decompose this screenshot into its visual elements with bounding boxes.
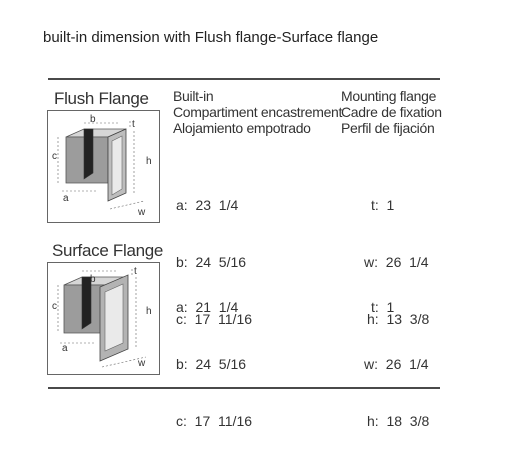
surface-flange-diagram: c a b t h w (47, 262, 160, 375)
mount-fr: Cadre de fixation (341, 104, 442, 120)
builtin-fr: Compartiment encastrement (173, 104, 343, 120)
surface-flange-drawing: c a b t h w (52, 266, 152, 369)
flush-flange-diagram: c a b t h w (47, 110, 160, 223)
flush-builtin-values: a: 23 1/4 b: 24 5/16 c: 17 11/16 (176, 158, 252, 348)
dim-c-label: c (52, 301, 57, 312)
mount-en: Mounting flange (341, 88, 437, 104)
surface-t-value: t: 1 (371, 299, 395, 315)
bottom-divider (48, 387, 440, 389)
dim-a-label: a (62, 343, 68, 354)
flush-h-value: h: 13 3/8 (367, 311, 430, 327)
flush-t-value: t: 1 (371, 197, 395, 213)
flush-mount-values: t: 1 w: 26 1/4 h: 13 3/8 (364, 158, 430, 348)
dim-w-label: w (137, 358, 146, 369)
surface-flange-title: Surface Flange (52, 241, 164, 260)
dim-c-label: c (52, 151, 57, 162)
surface-h-value: h: 18 3/8 (367, 413, 430, 429)
page-heading: built-in dimension with Flush flange-Sur… (43, 29, 379, 46)
dim-t-label: t (134, 266, 137, 277)
dim-t-label: t (132, 119, 135, 130)
builtin-en: Built-in (173, 88, 214, 104)
flush-c-value: c: 17 11/16 (176, 311, 253, 327)
surface-b-value: b: 24 5/16 (176, 356, 247, 372)
surface-builtin-values: a: 21 1/4 b: 24 5/16 c: 17 11/16 (176, 260, 252, 450)
surface-mount-values: t: 1 w: 26 1/4 h: 18 3/8 (364, 260, 430, 450)
flush-flange-drawing: c a b t h w (52, 114, 152, 218)
surface-c-value: c: 17 11/16 (176, 413, 253, 429)
flush-flange-title: Flush Flange (54, 89, 149, 108)
flange-opening (111, 135, 123, 196)
top-divider (48, 78, 440, 80)
builtin-es: Alojamiento empotrado (173, 120, 311, 136)
dim-h-label: h (146, 306, 152, 317)
mount-es: Perfil de fijación (341, 120, 435, 136)
dim-a-label: a (63, 193, 69, 204)
surface-w-value: w: 26 1/4 (364, 356, 429, 372)
dim-b-label: b (90, 274, 96, 285)
cabinet-back-panel (81, 276, 92, 330)
flush-builtin-header: Built-in Compartiment encastrement Aloja… (173, 88, 342, 136)
flush-mount-header: Mounting flange Cadre de fixation Perfil… (341, 88, 442, 136)
flush-w-value: w: 26 1/4 (364, 254, 429, 270)
dim-w-label: w (137, 207, 146, 218)
flush-b-value: b: 24 5/16 (176, 254, 247, 270)
flange-opening (104, 283, 124, 352)
dim-h-label: h (146, 156, 152, 167)
flush-a-value: a: 23 1/4 (176, 197, 239, 213)
dim-b-label: b (90, 114, 96, 125)
surface-a-value: a: 21 1/4 (176, 299, 239, 315)
cabinet-back-panel (83, 128, 94, 180)
